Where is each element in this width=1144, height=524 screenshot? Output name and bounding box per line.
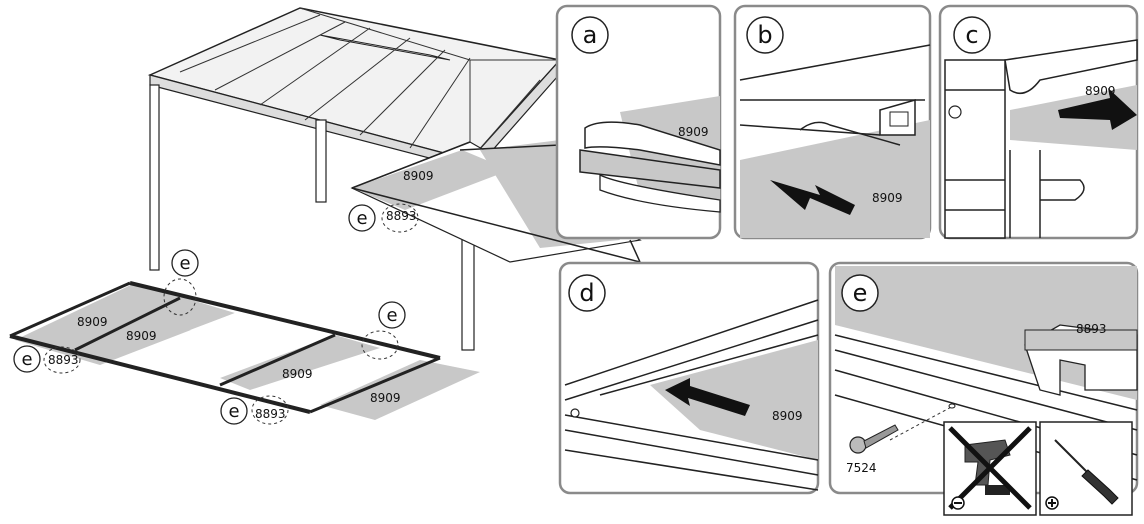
frame-panel-label-1: 8909 <box>77 315 108 329</box>
panel-c-letter: c <box>965 21 978 49</box>
detail-marker-circle <box>348 204 376 232</box>
panel-d-part: 8909 <box>772 409 803 423</box>
panel-e-screw: 7524 <box>846 461 877 475</box>
frame-panel-label-4: 8909 <box>370 391 401 405</box>
svg-text:e: e <box>179 253 190 274</box>
panel-a-part: 8909 <box>678 125 709 139</box>
svg-text:e: e <box>228 401 239 422</box>
panel-d-letter: d <box>579 279 594 307</box>
detail-marker-label: e <box>356 208 367 229</box>
cordless-drill-icon <box>943 421 1037 516</box>
panel-c-part: 8909 <box>1085 84 1116 98</box>
detail-panel-b: 8909 b <box>733 4 932 240</box>
frame-marker-4: e <box>220 397 248 425</box>
panel-a-letter: a <box>583 21 598 49</box>
frame-panel-label-3: 8909 <box>282 367 313 381</box>
panel-e-profile: 8893 <box>1076 322 1107 336</box>
phillips-screwdriver-icon <box>1039 421 1133 516</box>
ground-frame-illustration: 8909 8909 8909 8909 8893 8893 e e e e <box>9 249 480 425</box>
detail-panel-c: 8909 c <box>938 4 1139 240</box>
detail-panel-a: 8909 a <box>555 4 722 240</box>
panel-e-letter: e <box>853 279 868 307</box>
roof-profile-label: 8893 <box>386 209 417 223</box>
frame-profile-label-2: 8893 <box>255 407 286 421</box>
frame-panel-label-2: 8909 <box>126 329 157 343</box>
frame-marker-1: e <box>171 249 199 277</box>
roof-panel-label: 8909 <box>403 169 434 183</box>
detail-panel-e: 8893 7524 e <box>828 261 1139 516</box>
gazebo-illustration: 8909 8893 e <box>147 7 642 351</box>
frame-profile-label-1: 8893 <box>48 353 79 367</box>
svg-text:e: e <box>21 349 32 370</box>
svg-text:e: e <box>386 305 397 326</box>
frame-marker-2: e <box>378 301 406 329</box>
detail-panel-d: 8909 d <box>558 261 820 495</box>
frame-marker-3: e <box>13 345 41 373</box>
panel-b-part: 8909 <box>872 191 903 205</box>
panel-b-letter: b <box>757 21 772 49</box>
screw-icon <box>849 424 899 454</box>
